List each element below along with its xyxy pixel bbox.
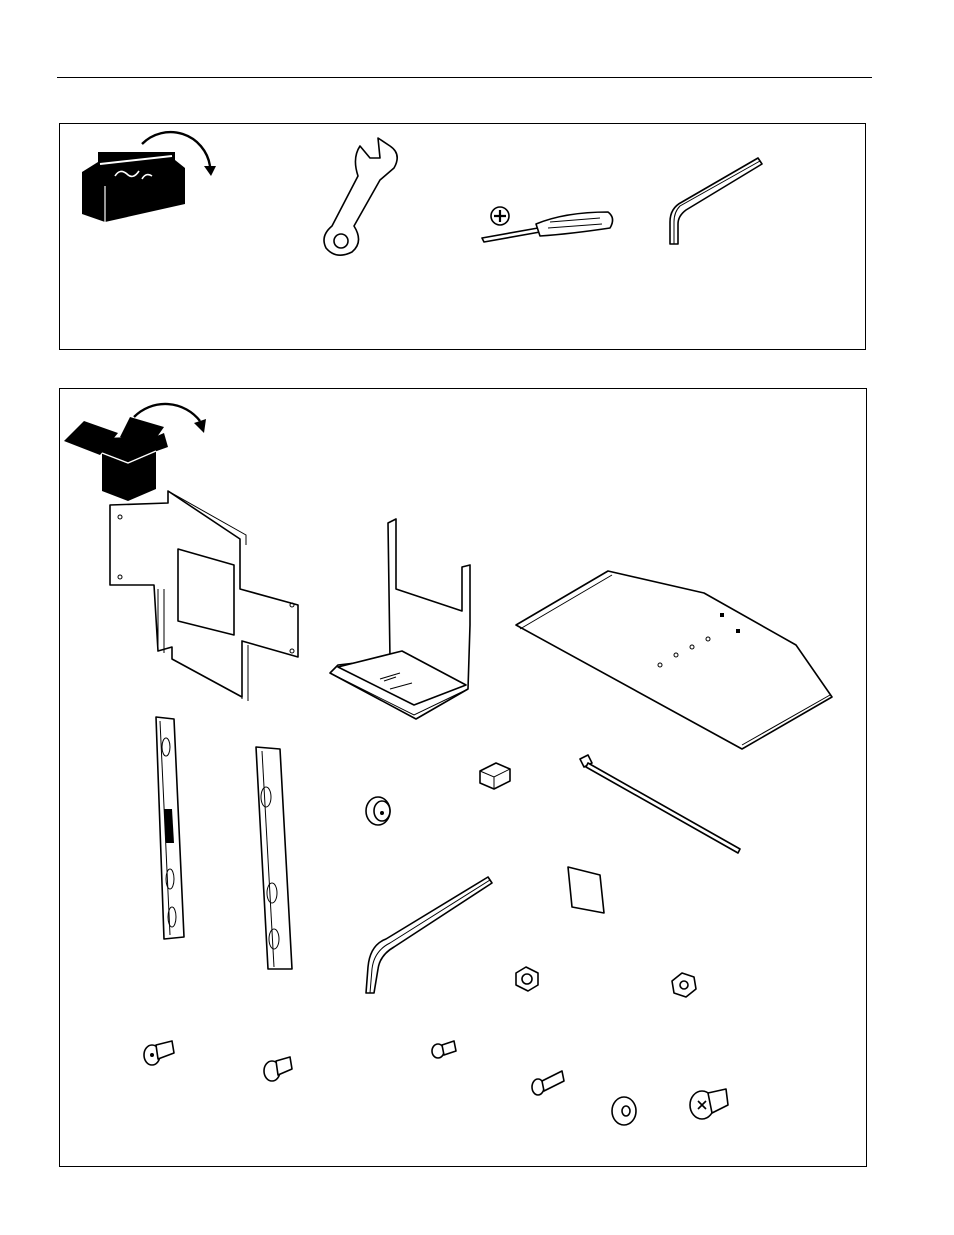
button-head-screw (144, 1041, 174, 1065)
cable-grommet (366, 797, 390, 825)
small-screw (432, 1041, 456, 1058)
phillips-pan-screw (690, 1089, 728, 1119)
rubber-foot (480, 763, 510, 789)
interface-bracket (110, 491, 298, 701)
long-screw (532, 1071, 564, 1095)
washer (612, 1097, 636, 1125)
shelf-bracket (330, 519, 470, 719)
hex-key (366, 877, 492, 993)
right-mounting-rail (256, 747, 292, 969)
shelf (516, 571, 832, 749)
adhesive-pad (568, 867, 604, 913)
hex-key-icon (670, 158, 762, 244)
phillips-screwdriver-icon (482, 207, 613, 242)
flat-head-bolt (264, 1057, 292, 1081)
hex-nut (516, 967, 538, 991)
parts-included-panel (59, 388, 867, 1167)
left-mounting-rail (156, 717, 184, 939)
open-end-wrench-icon (324, 138, 397, 255)
toolbox-icon (82, 132, 216, 222)
tools-required-panel (59, 123, 866, 350)
open-box-icon (64, 404, 206, 501)
header-rule (57, 77, 872, 78)
cable-tie (580, 755, 740, 853)
flanged-nut (672, 973, 696, 997)
